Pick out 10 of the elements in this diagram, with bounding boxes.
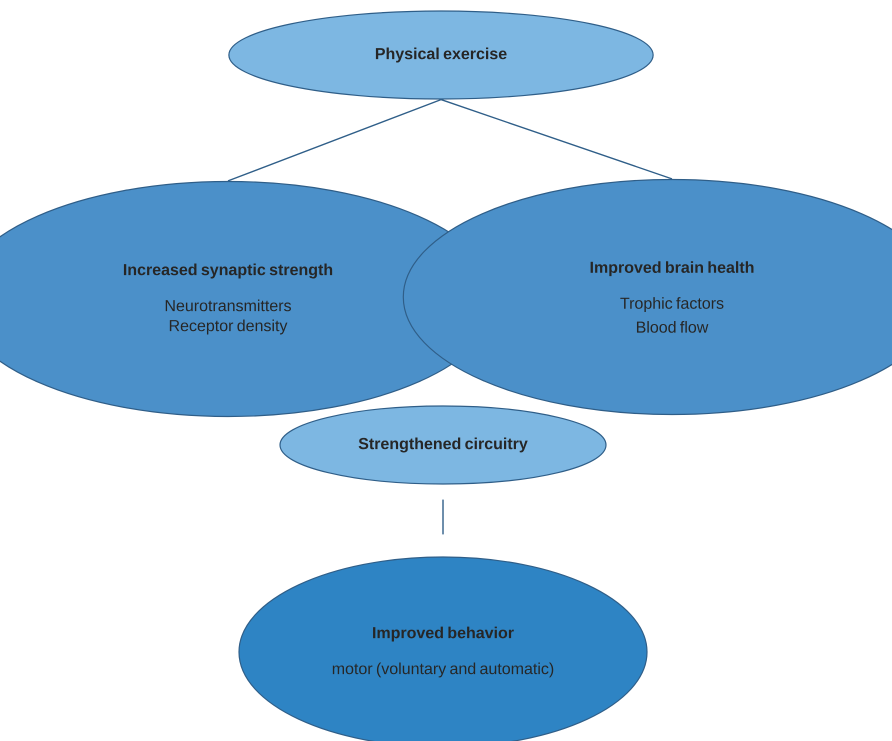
ellipse-node: Improved brain health Trophic factors Blood flow xyxy=(402,178,892,416)
node-label: Trophic factors xyxy=(620,297,724,312)
connector-line xyxy=(442,500,444,534)
ellipse-node: Strengthened circuitry xyxy=(279,405,607,485)
ellipse-node: Improved behavior motor (voluntary and automatic) xyxy=(238,556,648,741)
connector-line xyxy=(228,98,442,182)
connector-line xyxy=(440,98,672,180)
ellipse-node: Physical exercise xyxy=(228,10,654,100)
node-label: Improved brain health xyxy=(590,261,754,276)
node-label: Blood flow xyxy=(636,321,708,333)
